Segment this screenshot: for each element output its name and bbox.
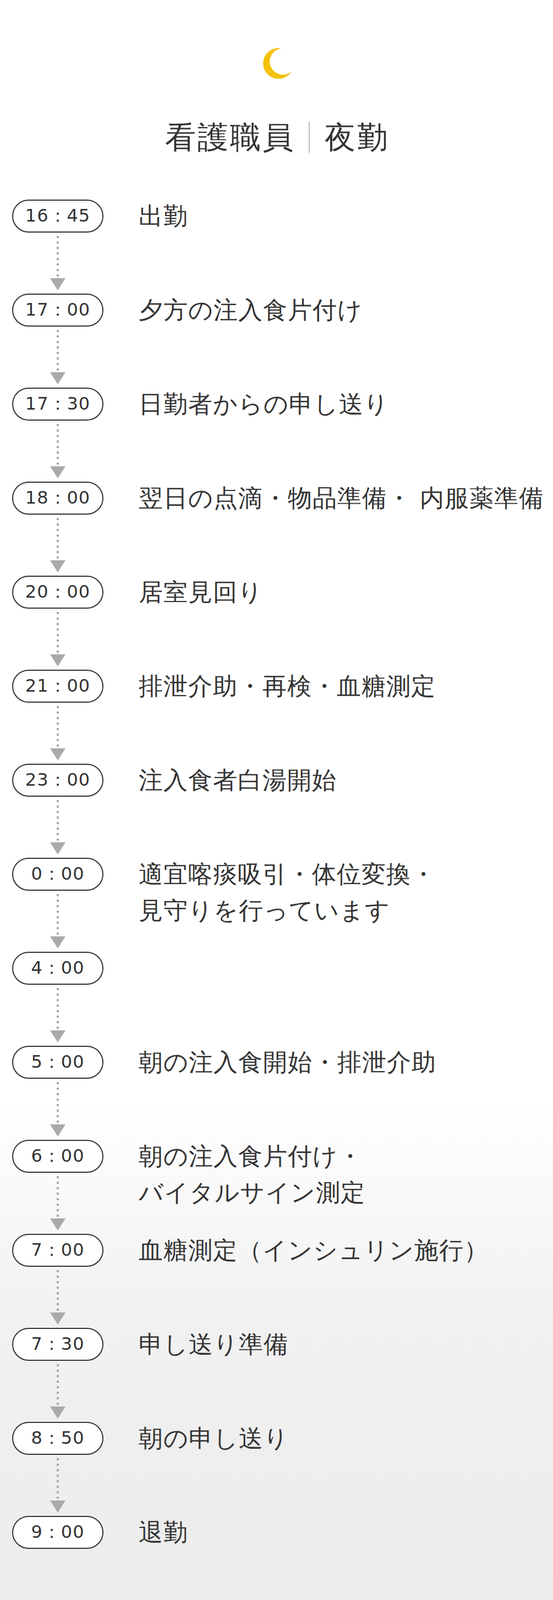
activity-text: 申し送り準備 bbox=[138, 1327, 546, 1364]
time-text: 5：00 bbox=[30, 1050, 85, 1076]
time-pill: 7：00 bbox=[12, 1234, 104, 1268]
time-pill: 18：00 bbox=[12, 482, 104, 516]
activity-text: 朝の注入食開始・排泄介助 bbox=[138, 1044, 546, 1082]
title: 看護職員 bbox=[165, 115, 295, 160]
activity-text: 出勤 bbox=[138, 198, 546, 235]
time-pill: 21：00 bbox=[12, 670, 104, 704]
moon-icon bbox=[259, 45, 295, 82]
time-pill: 16：45 bbox=[12, 199, 104, 233]
time-pill: 17：00 bbox=[12, 293, 104, 327]
dotted-arrow bbox=[50, 706, 66, 761]
time-text: 6：00 bbox=[30, 1145, 85, 1170]
time-text: 16：45 bbox=[25, 204, 91, 229]
time-text: 17：00 bbox=[25, 298, 91, 323]
time-pill: 0：00 bbox=[12, 858, 104, 892]
time-pill: 6：00 bbox=[12, 1140, 104, 1174]
dotted-arrow bbox=[50, 424, 66, 479]
time-text: 9：00 bbox=[30, 1521, 85, 1546]
dotted-arrow bbox=[50, 330, 66, 385]
activity-text: 血糖測定（インシュリン施行） bbox=[138, 1233, 546, 1270]
dotted-arrow bbox=[50, 988, 66, 1044]
activity-text: 排泄介助・再検・血糖測定 bbox=[138, 668, 546, 705]
activity-text: 適宜喀痰吸引・体位変換・ 見守りを行っています bbox=[138, 856, 546, 930]
time-text: 4：00 bbox=[30, 956, 85, 982]
activity-text: 居室見回り bbox=[138, 574, 546, 611]
time-pill: 4：00 bbox=[12, 952, 104, 986]
time-text: 23：00 bbox=[25, 768, 91, 793]
time-pill: 17：30 bbox=[12, 387, 104, 421]
title-divider bbox=[308, 122, 311, 153]
time-pill: 20：00 bbox=[12, 576, 104, 610]
time-pill: 5：00 bbox=[12, 1046, 104, 1080]
time-text: 8：50 bbox=[30, 1427, 85, 1452]
activity-text: 退勤 bbox=[138, 1515, 546, 1552]
time-text: 0：00 bbox=[30, 862, 85, 888]
time-pill: 7：30 bbox=[12, 1328, 104, 1362]
activity-text: 日勤者からの申し送り bbox=[138, 386, 546, 423]
subtitle: 夜勤 bbox=[324, 115, 390, 160]
time-text: 7：30 bbox=[30, 1333, 85, 1358]
dotted-arrow bbox=[50, 236, 66, 291]
time-text: 20：00 bbox=[25, 580, 91, 605]
dotted-arrow bbox=[50, 1082, 66, 1138]
time-text: 7：00 bbox=[30, 1239, 85, 1264]
activity-text: 注入食者白湯開始 bbox=[138, 762, 546, 799]
activity-text: 翌日の点滴・物品準備・ 内服薬準備 bbox=[138, 480, 546, 517]
dotted-arrow bbox=[50, 518, 66, 573]
time-text: 17：30 bbox=[25, 392, 91, 417]
dotted-arrow bbox=[50, 1176, 66, 1232]
dotted-arrow bbox=[50, 1271, 66, 1326]
time-pill: 8：50 bbox=[12, 1422, 104, 1456]
time-text: 21：00 bbox=[25, 674, 91, 699]
dotted-arrow bbox=[50, 894, 66, 950]
activity-text: 朝の申し送り bbox=[138, 1421, 546, 1458]
activity-text: 夕方の注入食片付け bbox=[138, 292, 546, 329]
dotted-arrow bbox=[50, 1365, 66, 1420]
dotted-arrow bbox=[50, 800, 66, 856]
dotted-arrow bbox=[50, 1459, 66, 1514]
time-text: 18：00 bbox=[25, 486, 91, 511]
time-pill: 9：00 bbox=[12, 1517, 104, 1551]
time-pill: 23：00 bbox=[12, 764, 104, 798]
activity-text: 朝の注入食片付け・ バイタルサイン測定 bbox=[138, 1139, 546, 1212]
dotted-arrow bbox=[50, 612, 66, 667]
